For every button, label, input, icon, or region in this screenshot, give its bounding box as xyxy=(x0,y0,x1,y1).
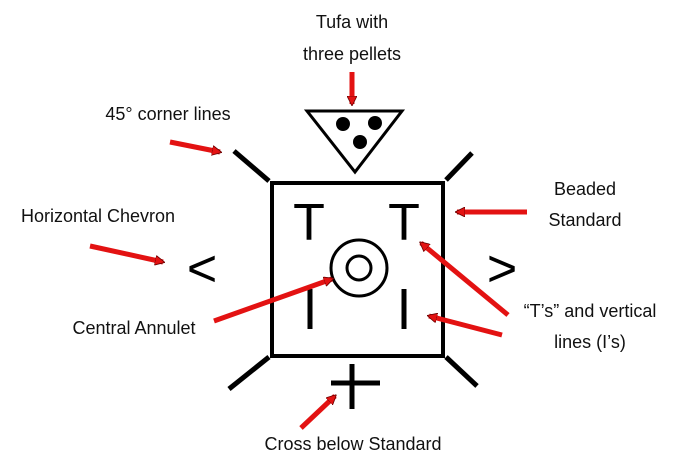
label-beaded-line2: Standard xyxy=(548,210,621,230)
t-mark-left: T xyxy=(293,194,325,252)
label-corner-lines: 45° corner lines xyxy=(105,104,230,124)
chevron-right: > xyxy=(487,240,517,298)
standard-square xyxy=(270,181,445,358)
tufa-pellet xyxy=(353,135,367,149)
label-tufa-line2: three pellets xyxy=(303,44,401,64)
arrow-ts-lower xyxy=(429,316,503,338)
label-tufa-line1: Tufa with xyxy=(316,12,388,32)
central-annulet-outer xyxy=(329,238,389,298)
arrow-central-annulet xyxy=(213,279,332,324)
corner-line-top-right xyxy=(444,151,474,182)
arrow-horizontal-chevron xyxy=(89,243,163,262)
arrow-ts-upper xyxy=(421,241,510,317)
corner-line-top-left xyxy=(232,149,271,183)
label-central-annulet: Central Annulet xyxy=(72,318,195,338)
label-cross-below: Cross below Standard xyxy=(264,434,441,454)
central-annulet-inner xyxy=(345,254,373,282)
chevron-left: < xyxy=(187,240,217,298)
tufa-pellet xyxy=(368,116,382,130)
label-beaded-line1: Beaded xyxy=(554,179,616,199)
tufa-pellet xyxy=(336,117,350,131)
label-horizontal-chevron: Horizontal Chevron xyxy=(21,206,175,226)
label-ts-line2: lines (I’s) xyxy=(554,332,626,352)
label-ts-line1: “T’s” and vertical xyxy=(524,301,657,321)
corner-line-bottom-left xyxy=(227,355,271,391)
t-mark-right: T xyxy=(388,194,420,252)
corner-line-bottom-right xyxy=(444,355,479,388)
arrow-corner-lines xyxy=(169,139,220,152)
arrow-cross-below xyxy=(299,396,335,430)
